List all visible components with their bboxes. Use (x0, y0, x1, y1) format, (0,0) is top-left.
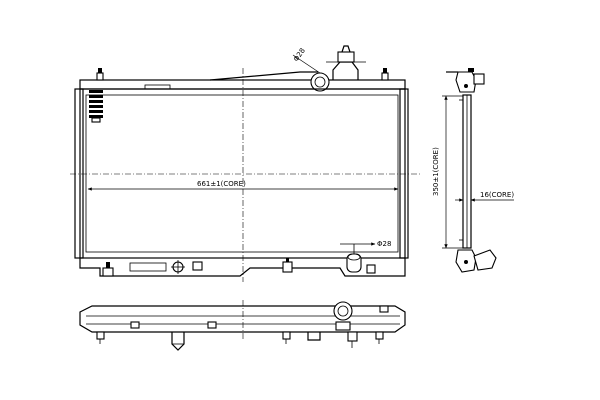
inlet-leader-line (292, 54, 321, 74)
left-side-tank (74, 88, 84, 259)
top-tank (79, 79, 406, 90)
outlet-diameter-label: Φ28 (377, 240, 391, 248)
filler-cap (326, 45, 366, 80)
bottom-center-mount-3 (282, 258, 293, 273)
top-right-mount-pin (381, 68, 389, 81)
bottom-view-outline (79, 305, 406, 333)
top-tank-neck (209, 71, 318, 81)
front-view: Φ28 661±1(CORE) (70, 45, 420, 282)
bottom-left-foot (102, 262, 114, 277)
left-cooler-stack (89, 90, 103, 123)
side-bottom-tank (455, 249, 497, 273)
bottom-view-pin-8 (375, 331, 384, 344)
bottom-view-pin-2 (130, 321, 140, 329)
bottom-right-foot (366, 264, 376, 274)
side-view: 350±1(CORE) 16(CORE) (432, 68, 514, 273)
bottom-view-pin-9 (379, 305, 389, 313)
bottom-view (79, 300, 406, 351)
top-left-mount-pin (96, 68, 104, 81)
bottom-view-pin-1 (96, 331, 105, 344)
core-depth-label: 16(CORE) (480, 191, 514, 199)
bottom-center-mount-1 (171, 260, 185, 274)
core-inner (85, 94, 399, 253)
core-width-label: 661±1(CORE) (197, 180, 246, 188)
outlet-pipe (346, 253, 362, 273)
core-frame (79, 88, 406, 259)
inlet-diameter-label: Φ28 (292, 47, 307, 63)
bottom-view-pin-7 (347, 331, 358, 348)
core-height-label: 350±1(CORE) (432, 147, 440, 196)
bottom-view-pin-5 (282, 331, 291, 344)
side-top-tank (446, 68, 485, 93)
bottom-view-pin-3 (171, 332, 185, 351)
bottom-view-pin-4 (207, 321, 217, 329)
bottom-view-pin-6 (307, 332, 321, 341)
bottom-center-mount-2 (192, 261, 203, 271)
bottom-tank-plate (129, 262, 167, 272)
bottom-view-outlet (333, 301, 353, 331)
right-side-tank (399, 88, 409, 259)
inlet-pipe (310, 72, 330, 92)
bottom-tank (79, 258, 406, 277)
